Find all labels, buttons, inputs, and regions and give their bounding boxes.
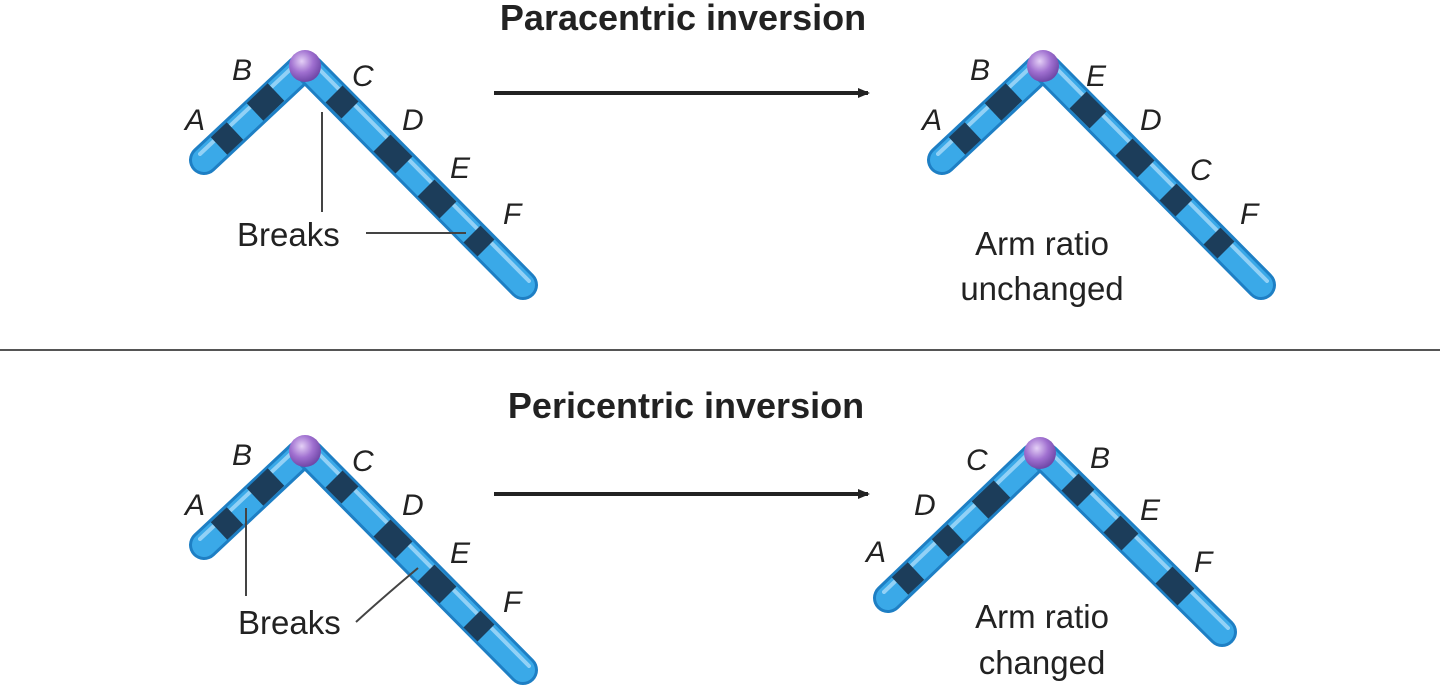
arm-ratio-note-line1: Arm ratio	[975, 598, 1109, 635]
gene-label-a: A	[864, 536, 886, 569]
centromere	[1027, 50, 1059, 82]
pericentric-title: Pericentric inversion	[508, 385, 864, 426]
gene-label-d: D	[914, 489, 936, 522]
arm-ratio-note-line2: changed	[979, 644, 1106, 681]
left-arm	[189, 55, 315, 175]
left-arm	[189, 440, 315, 560]
band	[1155, 566, 1195, 606]
gene-label-b: B	[970, 54, 990, 87]
arm-ratio-note-line2: unchanged	[960, 270, 1123, 307]
band	[246, 468, 285, 506]
band	[1069, 91, 1107, 129]
band	[373, 134, 413, 174]
left-arm	[873, 443, 1049, 613]
pericentric-before-chromosome	[189, 435, 538, 685]
left-arm	[927, 55, 1053, 175]
gene-label-c: C	[1190, 154, 1212, 187]
gene-label-d: D	[402, 104, 424, 137]
pericentric-after-chromosome	[873, 437, 1237, 647]
band	[1159, 183, 1193, 217]
band	[417, 564, 457, 604]
gene-label-c: C	[966, 444, 988, 477]
paracentric-title: Paracentric inversion	[500, 0, 866, 38]
band	[463, 610, 495, 642]
band	[325, 470, 359, 504]
right-arm	[295, 440, 538, 685]
centromere	[289, 50, 321, 82]
band	[1115, 138, 1155, 178]
right-arm	[1033, 55, 1276, 300]
gene-label-a: A	[920, 104, 942, 137]
band	[210, 507, 244, 540]
gene-label-b: B	[232, 54, 252, 87]
band	[325, 85, 359, 119]
gene-label-e: E	[1086, 60, 1107, 93]
paracentric-after-chromosome	[927, 50, 1276, 300]
band	[948, 122, 982, 155]
right-arm	[1031, 443, 1237, 647]
gene-label-f: F	[503, 198, 523, 231]
gene-label-e: E	[450, 152, 471, 185]
band	[1061, 473, 1095, 507]
breaks-label: Breaks	[238, 604, 341, 641]
paracentric-before-chromosome	[189, 50, 538, 300]
break-leader-line	[355, 567, 419, 623]
band	[463, 225, 495, 257]
band	[984, 83, 1023, 121]
gene-label-b: B	[232, 439, 252, 472]
breaks-label: Breaks	[237, 216, 340, 253]
right-arm	[295, 55, 538, 300]
band	[931, 524, 965, 557]
gene-label-d: D	[1140, 104, 1162, 137]
gene-label-f: F	[503, 586, 523, 619]
gene-label-a: A	[183, 104, 205, 137]
centromere	[1024, 437, 1056, 469]
band	[1103, 515, 1139, 551]
band	[971, 480, 1011, 519]
band	[246, 83, 285, 121]
band	[210, 122, 244, 155]
band	[891, 562, 925, 595]
band	[417, 179, 457, 219]
band	[1203, 227, 1235, 259]
gene-label-e: E	[1140, 494, 1161, 527]
centromere	[289, 435, 321, 467]
gene-label-e: E	[450, 537, 471, 570]
arm-ratio-note-line1: Arm ratio	[975, 225, 1109, 262]
gene-label-f: F	[1240, 198, 1260, 231]
gene-label-c: C	[352, 60, 374, 93]
gene-label-c: C	[352, 445, 374, 478]
gene-label-b: B	[1090, 442, 1110, 475]
gene-label-a: A	[183, 489, 205, 522]
gene-label-d: D	[402, 489, 424, 522]
band	[373, 519, 413, 559]
gene-label-f: F	[1194, 546, 1214, 579]
